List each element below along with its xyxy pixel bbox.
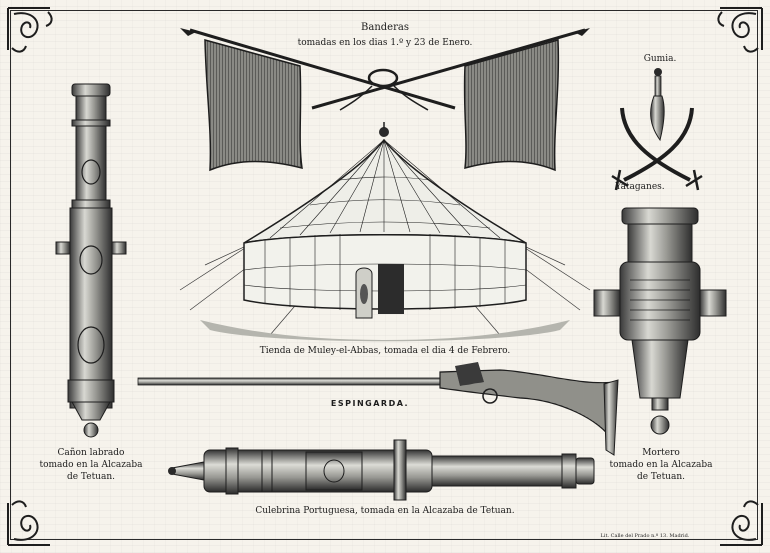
tent-illustration — [179, 122, 591, 342]
yataganes-caption: Yataganes. — [615, 182, 665, 192]
banderas-title: Banderas — [361, 22, 409, 33]
mortar-caption-line3: de Tetuan. — [636, 472, 685, 482]
mortar-caption-line2: tomado en la Alcazaba — [609, 460, 713, 470]
culverin-caption: Culebrina Portuguesa, tomada en la Alcaz… — [255, 506, 515, 516]
corner-ornament-top-right — [717, 7, 763, 53]
mortar-caption-line1: Mortero — [642, 448, 680, 458]
tent-caption: Tienda de Muley-el-Abbas, tomada el dia … — [259, 346, 511, 356]
musket-illustration — [137, 362, 619, 456]
printer-imprint: Lit. Calle del Prado n.º 13. Madrid. — [600, 533, 690, 539]
crossed-flags-illustration — [180, 28, 590, 172]
mortar-illustration — [593, 207, 727, 435]
musket-caption: ESPINGARDA. — [330, 399, 410, 408]
cannon-caption-line3: de Tetuan. — [66, 472, 115, 482]
engraved-cannon-illustration — [55, 83, 127, 438]
dagger-illustration — [650, 68, 665, 142]
culverin-illustration — [168, 439, 595, 501]
crossed-yataghans-illustration — [611, 107, 703, 191]
corner-ornament-bottom-left — [7, 500, 50, 546]
corner-ornament-top-left — [7, 7, 53, 53]
cannon-caption-line2: tomado en la Alcazaba — [39, 460, 143, 470]
gumia-caption: Gumia. — [643, 54, 677, 64]
plate-frame — [10, 10, 758, 540]
cannon-caption-line1: Cañon labrado — [57, 448, 125, 458]
corner-ornament-bottom-right — [720, 500, 763, 546]
banderas-subtitle: tomadas en los dias 1.º y 23 de Enero. — [297, 38, 473, 48]
